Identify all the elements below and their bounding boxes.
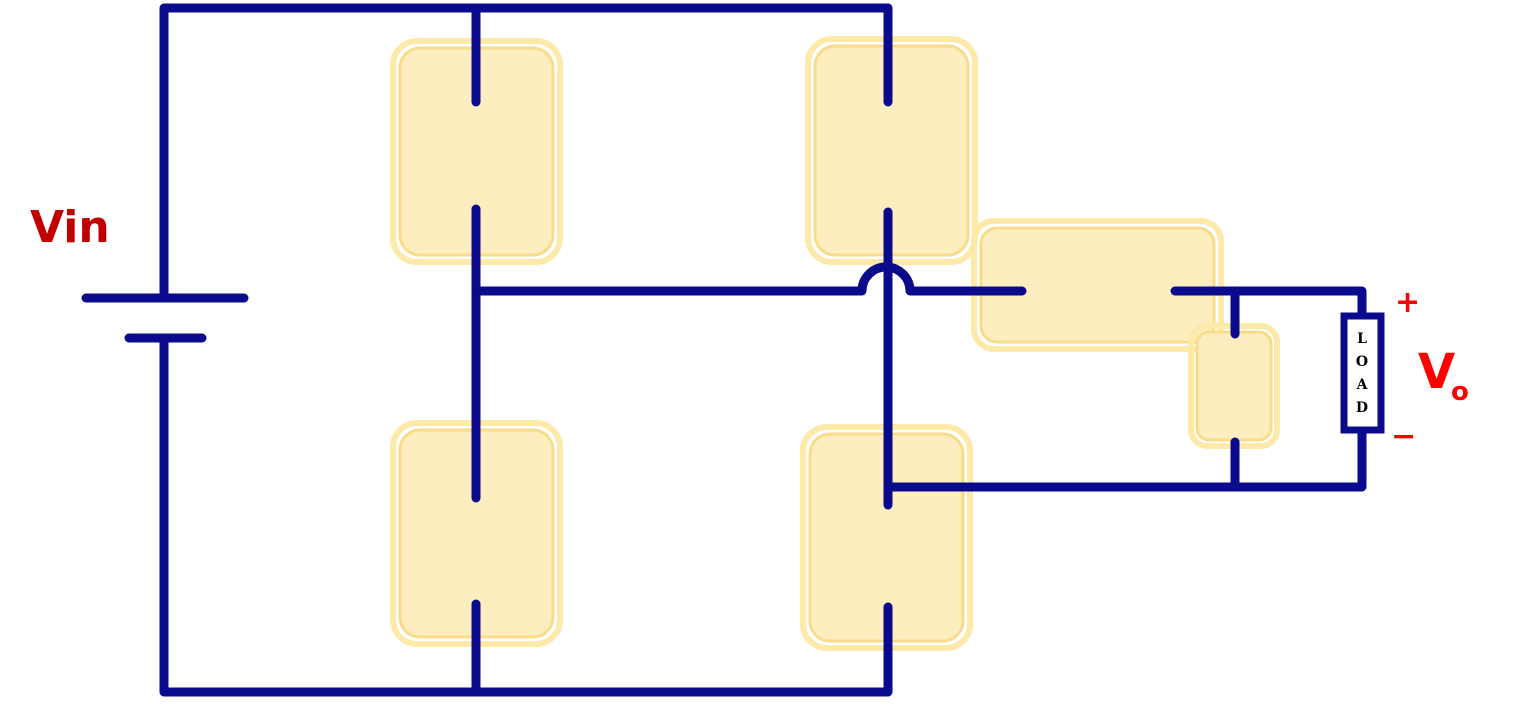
placeholder-inductor [971,218,1224,352]
load-letter-l: L [1357,331,1367,347]
vo-label: V o [1418,344,1469,407]
polarity-plus: + [1395,285,1420,320]
battery-symbol [81,293,249,343]
vin-label: Vin [30,202,110,253]
load-letter-o: O [1356,354,1368,370]
load-letter-a: A [1356,377,1369,393]
load-resistor: L O A D [1340,312,1385,434]
vo-label-subscript: o [1451,377,1469,407]
placeholder-capacitor [1188,323,1280,449]
polarity-minus: − [1391,419,1416,454]
circuit-wires [159,3,1367,697]
load-letter-d: D [1356,400,1368,416]
vo-label-main: V [1418,344,1455,400]
